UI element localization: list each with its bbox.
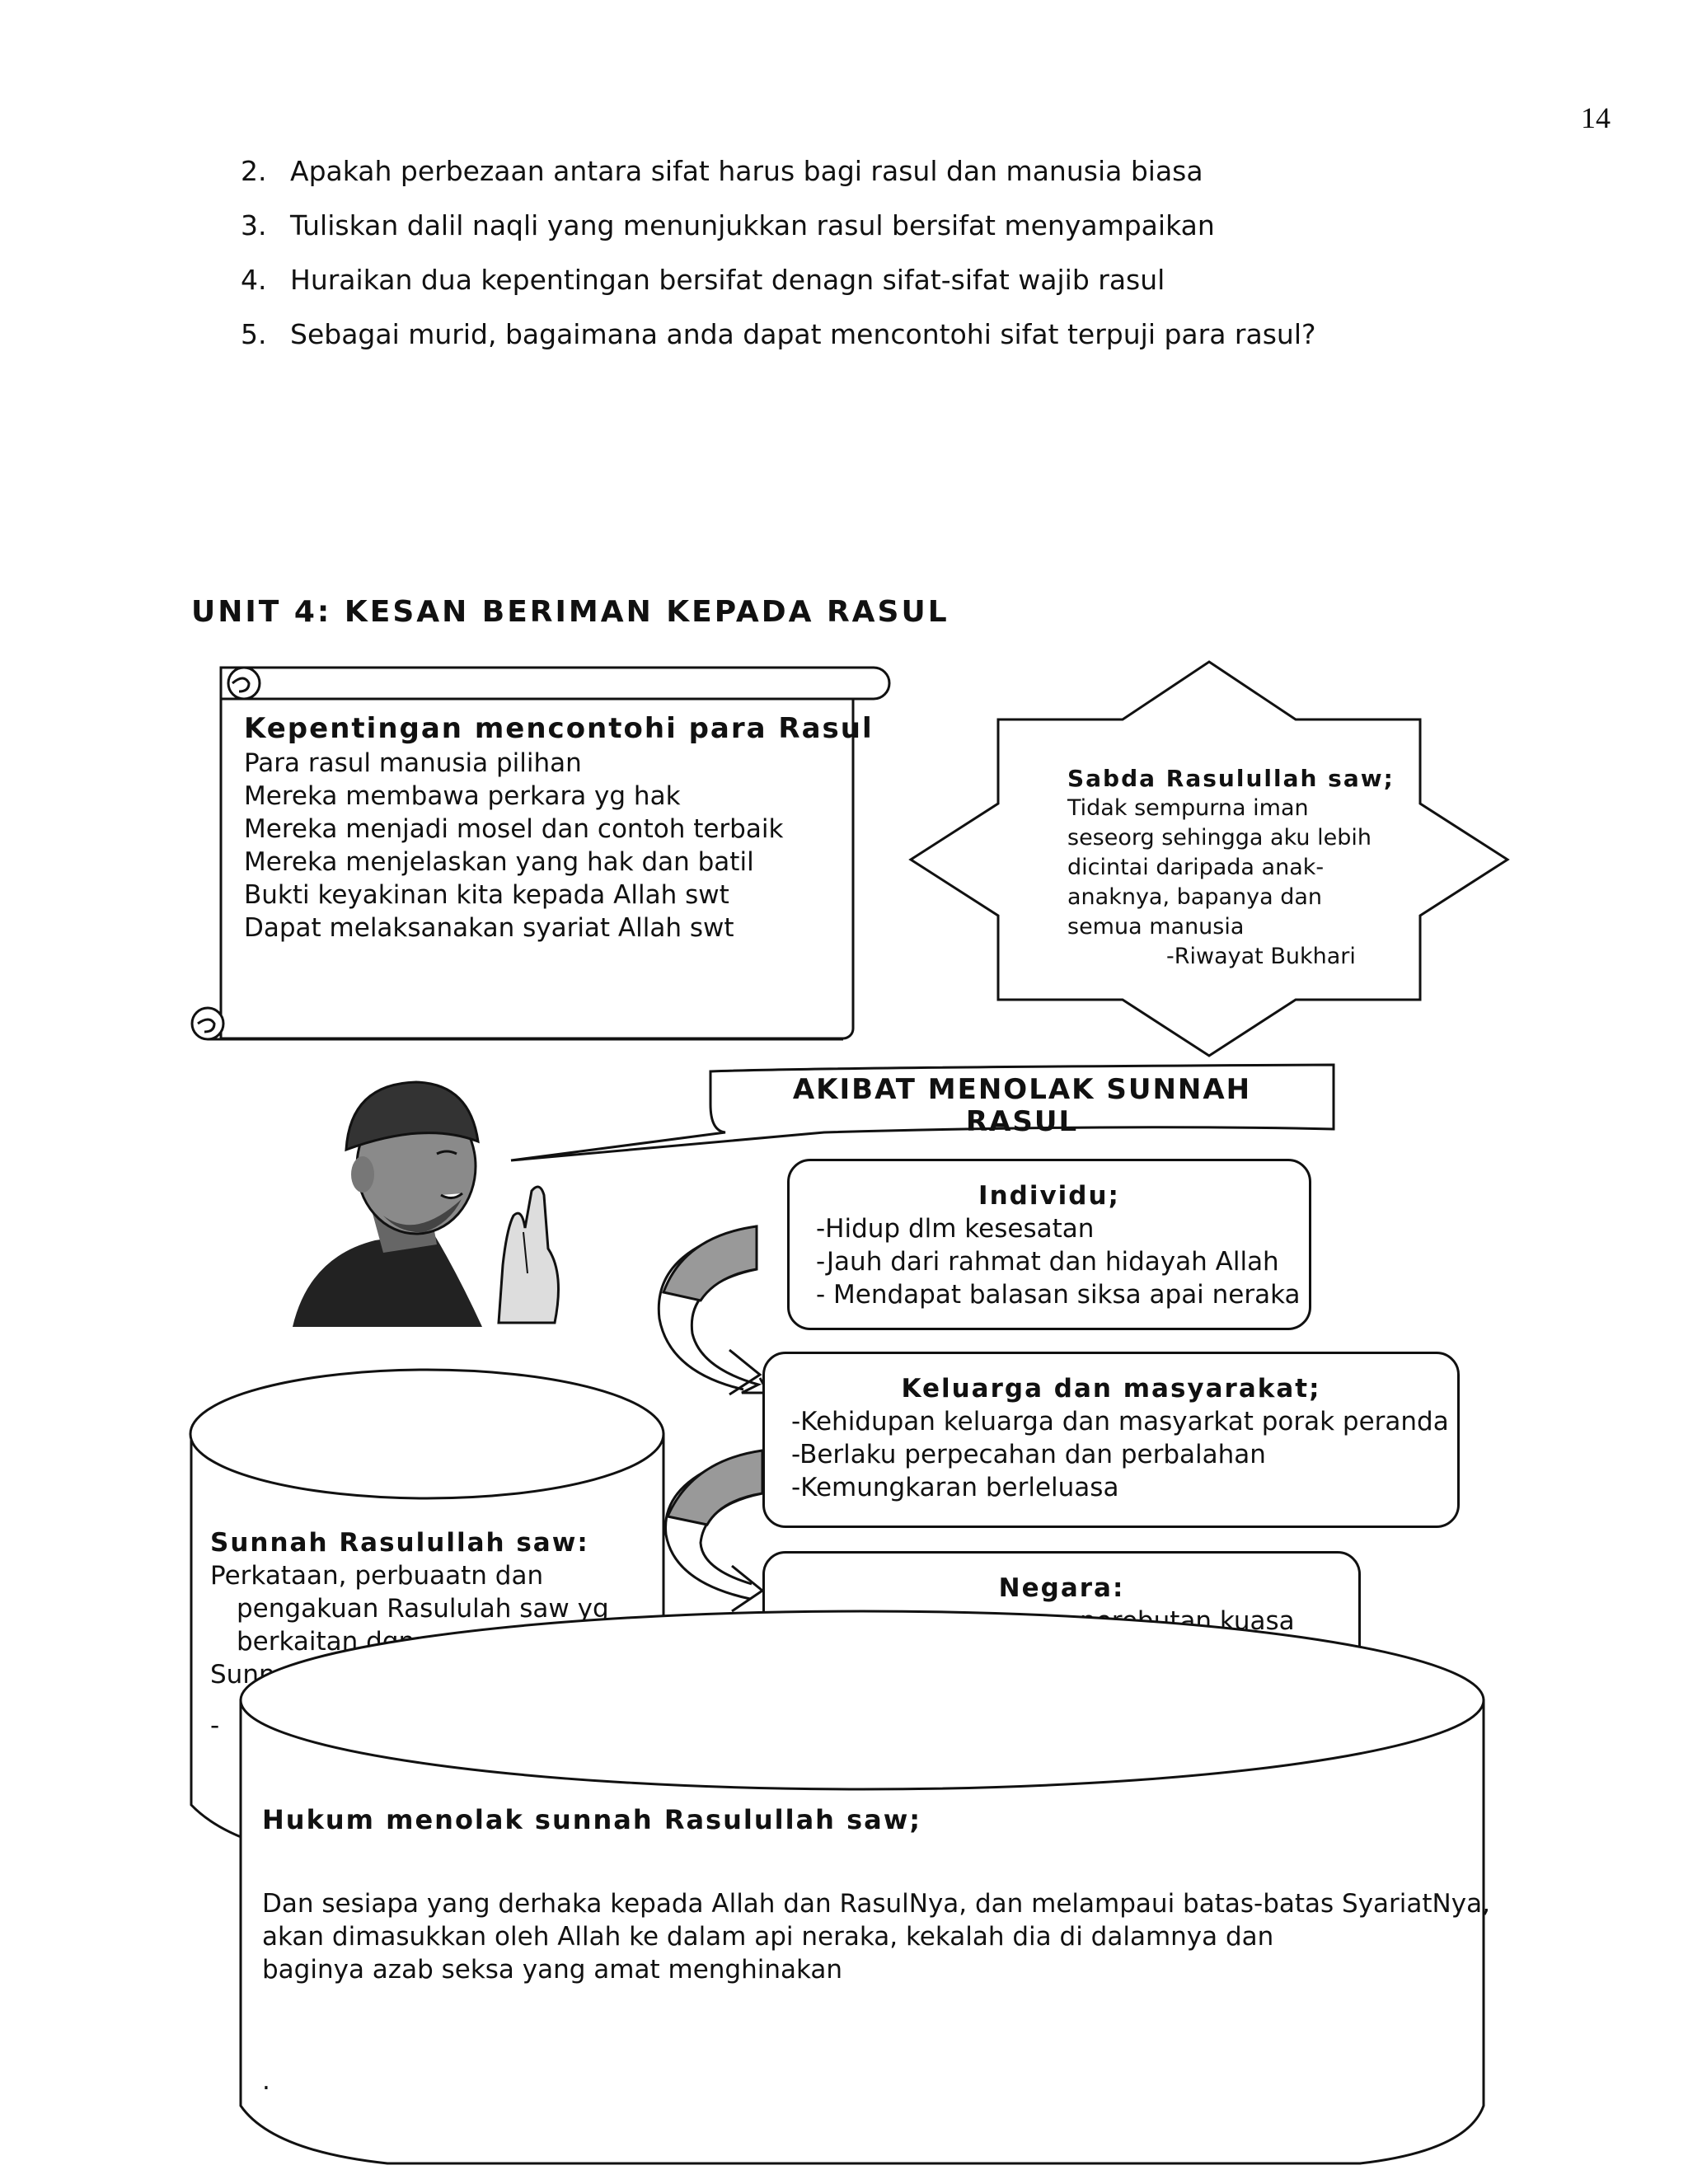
page-number: 14: [1581, 101, 1611, 134]
star-source: -Riwayat Bukhari: [1166, 944, 1356, 969]
individu-heading: Individu;: [978, 1181, 1120, 1211]
scroll-line: Bukti keyakinan kita kepada Allah swt: [244, 880, 729, 910]
hukum-content: Hukum menolak sunnah Rasulullah saw; Dan…: [262, 1803, 1490, 2097]
unit-title: UNIT 4: KESAN BERIMAN KEPADA RASUL: [191, 595, 950, 629]
question-text: Huraikan dua kepentingan bersifat denagn…: [290, 264, 1165, 296]
question-number: 3.: [241, 209, 267, 241]
star-heading: Sabda Rasulullah saw;: [1067, 765, 1395, 792]
hukum-line: baginya azab seksa yang amat menghinakan: [262, 1955, 843, 1985]
speech-bubble: [510, 1063, 1335, 1162]
sunnah-content: Sunnah Rasulullah saw: Perkataan, perbua…: [210, 1526, 609, 1742]
negara-heading: Negara:: [998, 1573, 1125, 1603]
keluarga-heading: Keluarga dan masyarakat;: [901, 1374, 1321, 1404]
question-text: Apakah perbezaan antara sifat harus bagi…: [290, 155, 1203, 187]
question-text: Tuliskan dalil naqli yang menunjukkan ra…: [290, 209, 1215, 241]
curved-arrow-1: [657, 1225, 771, 1396]
scroll-line: Mereka membawa perkara yg hak: [244, 781, 681, 811]
star-line: seseorg sehingga aku lebih: [1067, 825, 1372, 851]
individu-line: - Mendapat balasan siksa apai neraka: [816, 1280, 1301, 1310]
praying-man-illustration: [293, 1076, 589, 1327]
star-line: dicintai daripada anak-: [1067, 855, 1325, 880]
star-content: Sabda Rasulullah saw; Tidak sempurna ima…: [1067, 764, 1395, 972]
question-number: 4.: [241, 264, 267, 296]
hukum-heading: Hukum menolak sunnah Rasulullah saw;: [262, 1804, 922, 1835]
keluarga-line: -Berlaku perpecahan dan perbalahan: [791, 1440, 1266, 1469]
question-item: 4. Huraikan dua kepentingan bersifat dena…: [241, 264, 1165, 296]
sunnah-heading: Sunnah Rasulullah saw:: [210, 1528, 589, 1558]
individu-line: -Hidup dlm kesesatan: [816, 1214, 1095, 1244]
star-shape: [908, 660, 1510, 1057]
scroll-line: Para rasul manusia pilihan: [244, 748, 582, 778]
hukum-end-mark: .: [262, 2066, 270, 2096]
keluarga-box: Keluarga dan masyarakat; -Kehidupan kelu…: [762, 1352, 1460, 1528]
sunnah-line: pengakuan Rasululah saw yg: [237, 1594, 609, 1624]
hukum-line: akan dimasukkan oleh Allah ke dalam api …: [262, 1922, 1274, 1952]
akibat-line: RASUL: [965, 1105, 1079, 1138]
question-item: 5. Sebagai murid, bagaimana anda dapat me…: [241, 318, 1316, 350]
keluarga-line: -Kemungkaran berleluasa: [791, 1473, 1119, 1502]
sunnah-partial: -: [210, 1711, 220, 1741]
question-number: 2.: [241, 155, 267, 187]
individu-line: -Jauh dari rahmat dan hidayah Allah: [816, 1247, 1279, 1277]
scroll-content: Kepentingan mencontohi para Rasul Para r…: [244, 710, 874, 944]
star-line: semua manusia: [1067, 914, 1245, 940]
akibat-line: AKIBAT MENOLAK SUNNAH: [792, 1073, 1252, 1106]
scroll-line: Mereka menjelaskan yang hak dan batil: [244, 847, 754, 877]
sunnah-line: Perkataan, perbuaatn dan: [210, 1561, 544, 1591]
star-line: anaknya, bapanya dan: [1067, 884, 1323, 910]
keluarga-line: -Kehidupan keluarga dan masyarkat porak …: [791, 1407, 1449, 1436]
question-item: 2. Apakah perbezaan antara sifat harus ba…: [241, 155, 1203, 187]
question-item: 3. Tuliskan dalil naqli yang menunjukkan …: [241, 209, 1215, 241]
hukum-line: Dan sesiapa yang derhaka kepada Allah da…: [262, 1889, 1490, 1919]
star-line: Tidak sempurna iman: [1067, 795, 1309, 821]
question-text: Sebagai murid, bagaimana anda dapat menc…: [290, 318, 1316, 350]
scroll-heading: Kepentingan mencontohi para Rasul: [244, 712, 874, 745]
individu-box: Individu; -Hidup dlm kesesatan -Jauh dar…: [787, 1159, 1311, 1330]
akibat-title: AKIBAT MENOLAK SUNNAH RASUL: [725, 1073, 1319, 1137]
scroll-shape: [190, 666, 891, 1041]
question-number: 5.: [241, 318, 267, 350]
scroll-line: Dapat melaksanakan syariat Allah swt: [244, 913, 734, 943]
scroll-line: Mereka menjadi mosel dan contoh terbaik: [244, 814, 784, 844]
